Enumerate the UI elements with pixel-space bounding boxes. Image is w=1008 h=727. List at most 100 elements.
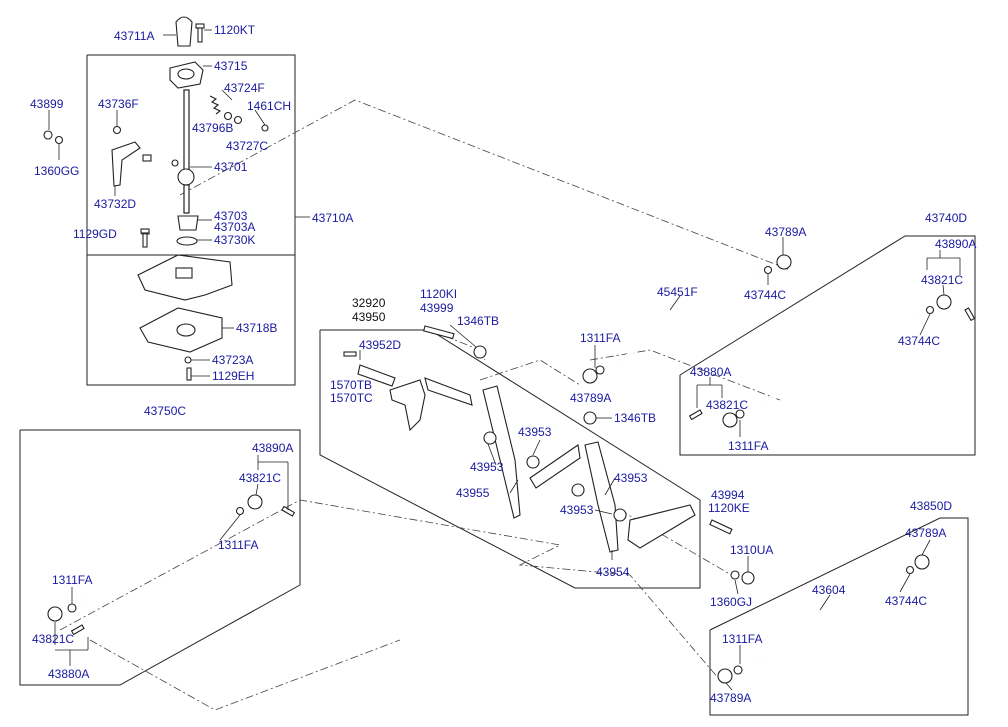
label-43740D: 43740D: [925, 211, 967, 225]
label-1461CH: 1461CH: [247, 99, 291, 113]
bracket-43950: [389, 377, 473, 432]
label-43953-c: 43953: [614, 471, 648, 485]
nut-1346TB-upper: [473, 345, 487, 359]
label-43890A-b: 43890A: [252, 441, 293, 455]
label-32920: 32920: [352, 296, 386, 310]
label-43821C-d: 43821C: [32, 632, 74, 646]
link-line-3: [479, 359, 581, 386]
bolt-1120KE: [709, 519, 733, 535]
label-43744C-b: 43744C: [898, 334, 940, 348]
bush-43953-4: [613, 508, 627, 522]
label-1310UA: 1310UA: [730, 543, 773, 557]
label-1129EH: 1129EH: [212, 369, 254, 383]
label-1570TC: 1570TC: [330, 391, 373, 405]
bolt-43999: [423, 325, 455, 340]
label-1346TB-b: 1346TB: [614, 411, 656, 425]
nut-43736F: [112, 125, 122, 135]
label-1311FA-c: 1311FA: [722, 632, 762, 646]
label-43789A-d: 43789A: [710, 691, 751, 705]
label-1311FA-e: 1311FA: [52, 573, 92, 587]
leader-lines: [48, 29, 961, 691]
label-43994: 43994: [711, 488, 745, 502]
label-43850D: 43850D: [910, 499, 952, 513]
lever-43955: [482, 385, 521, 519]
label-43954: 43954: [596, 565, 630, 579]
bolt-1129GD: [140, 228, 150, 248]
washer-1360GG: [54, 135, 64, 145]
label-1311FA-a: 1311FA: [580, 331, 620, 345]
label-43736F: 43736F: [98, 97, 139, 111]
label-43701: 43701: [214, 160, 248, 174]
box-43750C: [19, 429, 301, 686]
bushing-43703: [177, 215, 199, 231]
label-43952D: 43952D: [359, 338, 401, 352]
label-43710A: 43710A: [312, 211, 353, 225]
link-line-5: [89, 639, 401, 711]
label-1346TB-a: 1346TB: [457, 314, 499, 328]
label-43999: 43999: [420, 301, 454, 315]
oring-43730K: [176, 236, 198, 246]
box-43740D: [679, 235, 976, 456]
label-43821C-b: 43821C: [706, 398, 748, 412]
washer-1360GJ: [730, 570, 740, 580]
bush-43953-3: [571, 483, 585, 497]
label-43953-a: 43953: [518, 425, 552, 439]
label-43899: 43899: [30, 97, 64, 111]
shift-knob-43711A: [175, 16, 193, 47]
bush-43953-1: [483, 431, 497, 445]
label-43732D: 43732D: [94, 197, 136, 211]
label-43955: 43955: [456, 486, 490, 500]
label-43880A-b: 43880A: [48, 667, 89, 681]
label-43730K: 43730K: [214, 233, 255, 247]
label-43744C-c: 43744C: [885, 594, 927, 608]
pin-1570TB: [343, 351, 357, 357]
clip-43723A: [184, 356, 192, 364]
washer-43796B: [223, 111, 233, 121]
label-1311FA-d: 1311FA: [218, 538, 258, 552]
spring-43724F: [209, 95, 222, 115]
box-43850D: [709, 517, 969, 716]
bolt-1120KT: [195, 23, 205, 43]
plate-43953-b: [627, 504, 696, 549]
label-43703: 43703: [214, 209, 248, 223]
label-43703A: 43703A: [214, 220, 255, 234]
label-43821C-a: 43821C: [921, 273, 963, 287]
label-43604: 43604: [812, 583, 846, 597]
label-43789A-c: 43789A: [905, 526, 946, 540]
label-1311FA-b: 1311FA: [728, 439, 768, 453]
nut-1346TB-mid: [583, 411, 597, 425]
shaft-43952D: [357, 364, 396, 387]
rod-45451F: [619, 254, 792, 362]
bracket-43732D: [111, 141, 152, 187]
rod-43740D: [688, 294, 976, 428]
label-43880A-a: 43880A: [690, 365, 731, 379]
label-43750C: 43750C: [144, 404, 186, 418]
label-43950: 43950: [352, 310, 386, 324]
label-43890A-a: 43890A: [935, 237, 976, 251]
label-43727C: 43727C: [226, 139, 268, 153]
label-43796B: 43796B: [192, 121, 233, 135]
box-43710A: [86, 54, 296, 386]
link-line-1: [179, 99, 791, 271]
lever-43954: [584, 441, 619, 553]
label-43723A: 43723A: [212, 353, 253, 367]
label-1360GG: 1360GG: [34, 164, 79, 178]
label-1129GD: 1129GD: [73, 227, 117, 241]
label-43711A: 43711A: [114, 29, 154, 43]
shift-lever-43701: [171, 89, 195, 214]
label-1120KI: 1120KI: [420, 287, 457, 301]
plate-43718B: [139, 307, 223, 353]
rod-43750C: [47, 494, 296, 636]
label-43953-b: 43953: [470, 460, 504, 474]
label-43744C-a: 43744C: [744, 288, 786, 302]
label-43953-d: 43953: [560, 503, 594, 517]
pin-1461CH: [261, 124, 269, 132]
nut-43899: [43, 130, 53, 140]
label-43789A-b: 43789A: [765, 225, 806, 239]
label-43724F: 43724F: [224, 81, 265, 95]
label-43821C-c: 43821C: [239, 471, 281, 485]
ball-joint-1311FA-a: [582, 365, 605, 384]
link-line-2: [589, 349, 781, 401]
